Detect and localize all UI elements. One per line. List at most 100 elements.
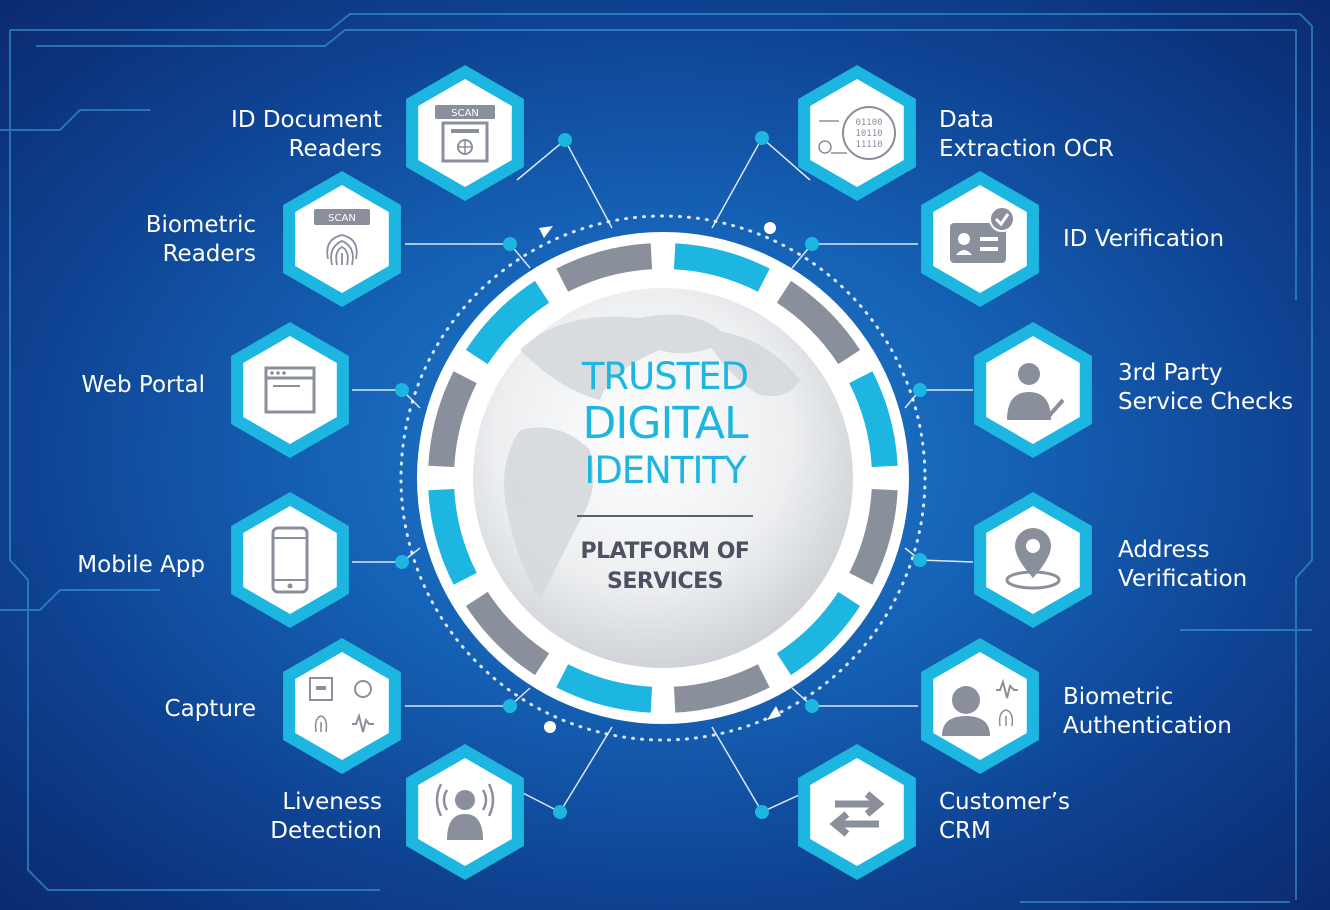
connector-dots: [395, 131, 927, 819]
service-hex-right-0: 01100 10110 11110: [795, 64, 919, 202]
label-line: Capture: [164, 696, 256, 722]
title-identity: IDENTITY: [584, 449, 746, 492]
capture-grid-icon: [309, 677, 374, 733]
label-line: Web Portal: [81, 372, 205, 398]
connector-dot: [395, 555, 409, 569]
svg-text:10110: 10110: [855, 129, 882, 139]
label-line: Readers: [162, 241, 256, 267]
ring-segment: [428, 488, 477, 585]
location-pin-icon: [1005, 528, 1061, 590]
svg-text:01100: 01100: [855, 118, 882, 128]
label-id-document-readers: ID Document Readers: [231, 106, 382, 164]
label-data-extraction-ocr: Data Extraction OCR: [939, 106, 1114, 164]
ring-segment: [556, 243, 653, 292]
label-line: Address: [1118, 537, 1210, 563]
scan-document-icon: SCAN: [435, 105, 495, 163]
label-line: Customer’s: [939, 789, 1071, 815]
svg-text:11110: 11110: [855, 140, 882, 150]
ring-segment: [849, 371, 898, 468]
connector-dot: [755, 805, 769, 819]
connector-dot: [503, 237, 517, 251]
ring-segment: [556, 664, 653, 713]
service-hex-right-2: [971, 321, 1095, 459]
svg-text:SCAN: SCAN: [451, 108, 479, 119]
ring-segment: [465, 280, 550, 365]
ring-segment: [673, 664, 770, 713]
label-line: Biometric: [1063, 684, 1174, 710]
globe-continents: [504, 314, 800, 600]
ring-segment: [465, 591, 550, 676]
service-hex-left-3: [228, 491, 352, 629]
ring-segment: [428, 371, 477, 468]
label-line: Data: [939, 107, 994, 133]
label-line: Readers: [288, 136, 382, 162]
service-hex-right-4: [918, 637, 1042, 775]
label-line: 3rd Party: [1118, 360, 1223, 386]
service-hex-left-0: SCAN: [403, 64, 527, 202]
label-line: Verification: [1118, 566, 1248, 592]
subtitle-platform-of: PLATFORM OF: [580, 539, 750, 564]
ring-segment: [776, 280, 861, 365]
label-3rd-party-service-checks: 3rd Party Service Checks: [1118, 359, 1293, 417]
label-line: ID Verification: [1063, 226, 1225, 252]
center-title: TRUSTED DIGITAL IDENTITY PLATFORM OF SER…: [540, 355, 790, 597]
connector-dot: [913, 383, 927, 397]
subtitle-services: SERVICES: [606, 569, 724, 594]
ring-segments: [428, 243, 898, 713]
exchange-arrows-icon: [829, 791, 885, 837]
label-line: Liveness: [282, 789, 382, 815]
service-hex-right-5: [795, 743, 919, 881]
circuit-frame: [0, 13, 1313, 903]
connector-dot: [395, 383, 409, 397]
label-line: ID Document: [231, 107, 382, 133]
label-capture: Capture: [165, 695, 256, 724]
binary-data-icon: 01100 10110 11110: [818, 106, 896, 160]
label-line: Biometric: [145, 212, 256, 238]
orbit-arrows: [539, 222, 781, 733]
svg-text:SCAN: SCAN: [328, 213, 356, 224]
connector-dot: [755, 131, 769, 145]
service-hex-left-4: [280, 637, 404, 775]
id-card-check-icon: [950, 206, 1015, 263]
service-hex-right-3: [971, 491, 1095, 629]
label-line: Extraction OCR: [939, 136, 1114, 162]
fingerprint-scan-icon: SCAN: [314, 209, 370, 266]
connector-dot: [913, 553, 927, 567]
service-hex-left-2: [228, 321, 352, 459]
label-line: Detection: [270, 818, 382, 844]
label-line: Authentication: [1063, 713, 1232, 739]
browser-window-icon: [264, 366, 316, 414]
label-id-verification: ID Verification: [1063, 225, 1224, 254]
label-line: CRM: [939, 818, 991, 844]
label-biometric-readers: Biometric Readers: [146, 211, 256, 269]
label-mobile-app: Mobile App: [77, 551, 205, 580]
label-line: Service Checks: [1118, 389, 1294, 415]
person-check-icon: [1007, 363, 1065, 420]
smartphone-icon: [271, 526, 309, 594]
connector-dot: [805, 699, 819, 713]
service-hex-left-1: SCAN: [280, 170, 404, 308]
ring-segment: [776, 591, 861, 676]
label-line: Mobile App: [77, 552, 205, 578]
title-digital: DIGITAL: [582, 398, 748, 449]
label-biometric-authentication: Biometric Authentication: [1063, 683, 1232, 741]
connector-dot: [553, 805, 567, 819]
connector-dot: [503, 699, 517, 713]
title-trusted: TRUSTED: [581, 355, 749, 398]
label-liveness-detection: Liveness Detection: [270, 788, 382, 846]
ring-segment: [849, 488, 898, 585]
dotted-orbit: [399, 214, 927, 742]
label-address-verification: Address Verification: [1118, 536, 1247, 594]
connector-line: [516, 138, 613, 229]
label-customers-crm: Customer’s CRM: [939, 788, 1070, 846]
connector-dot: [558, 133, 572, 147]
person-signal-icon: [435, 783, 495, 840]
title-divider: [577, 515, 753, 517]
label-web-portal: Web Portal: [81, 371, 205, 400]
connector-line: [516, 726, 613, 813]
ring-segment: [673, 243, 770, 292]
face-recognition-icon: [942, 678, 1018, 736]
service-hex-right-1: [918, 170, 1042, 308]
connector-dot: [805, 237, 819, 251]
